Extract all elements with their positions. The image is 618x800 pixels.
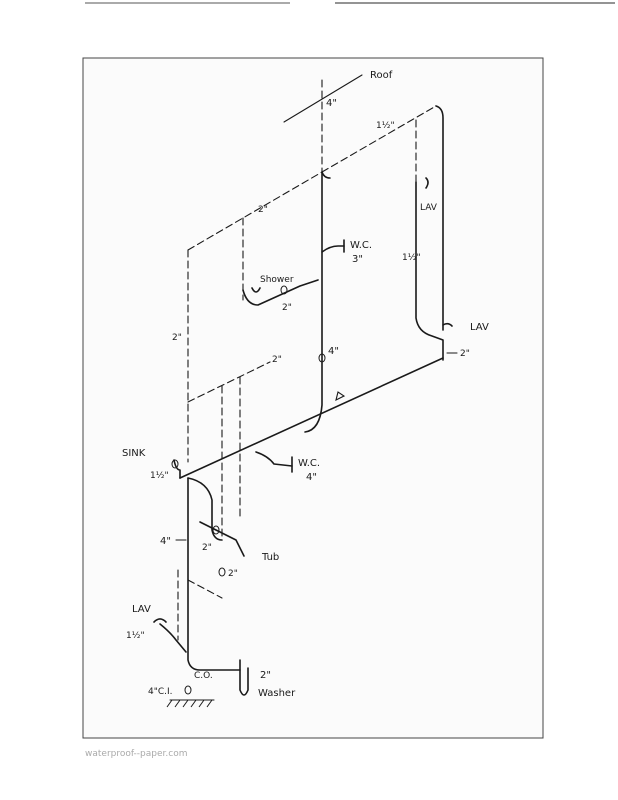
label-shower-size: 2"	[282, 303, 292, 313]
stack-top-bend	[321, 171, 331, 179]
building-drain	[179, 357, 444, 479]
roof-line	[283, 74, 363, 123]
label-washer-size: 2"	[260, 670, 271, 681]
label-vent-left: 2"	[172, 333, 182, 343]
right-riser	[435, 105, 444, 331]
lav-top-trap	[425, 177, 429, 189]
sink-cleanout	[171, 459, 179, 469]
washer-standpipe	[239, 659, 249, 696]
lav-left-trap	[153, 618, 167, 623]
main-drop	[187, 477, 241, 671]
label-stack-size: 4"	[328, 346, 339, 357]
vent-mid-top	[187, 361, 271, 403]
label-shower: Shower	[260, 275, 294, 285]
label-roof-size: 4"	[326, 98, 337, 109]
label-lav-top: LAV	[420, 203, 438, 213]
label-drain-size: 4"	[160, 536, 171, 547]
label-vent-mid: 2"	[272, 355, 282, 365]
vent-top-left	[187, 171, 323, 251]
label-lav-right: LAV	[470, 322, 489, 333]
shower-branch	[242, 279, 319, 306]
footer-watermark: waterproof--paper.com	[85, 749, 187, 759]
label-sink: SINK	[122, 448, 146, 459]
label-lav-top-size: 1½"	[402, 253, 421, 263]
label-vent-top-right: 1½"	[376, 121, 395, 131]
tub-cleanout	[212, 525, 220, 535]
label-wc-lower-size: 4"	[306, 472, 317, 483]
label-lav-left-size: 1½"	[126, 631, 145, 641]
wc-lower-branch	[255, 451, 293, 467]
tub-branch	[187, 477, 223, 541]
vent-low-diag	[187, 579, 223, 599]
label-wc-upper-size: 3"	[352, 254, 363, 265]
vent-top-right	[321, 105, 437, 173]
label-tub-size: 2"	[202, 543, 212, 553]
main-stack	[304, 171, 323, 433]
label-drain2-size: 2"	[228, 569, 238, 579]
shower-cleanout	[280, 285, 288, 295]
wc-upper-branch	[321, 245, 345, 253]
label-wc-upper: W.C.	[350, 240, 372, 251]
label-sink-size: 1½"	[150, 471, 169, 481]
paper-sheet	[82, 57, 544, 739]
shower-trap	[251, 287, 261, 293]
lav-left-branch	[159, 623, 187, 653]
tub-drain	[199, 521, 245, 557]
lav-top-drain	[415, 181, 444, 361]
label-lav-left: LAV	[132, 604, 151, 615]
label-lav-right-size: 2"	[460, 349, 470, 359]
ground-hatch	[166, 699, 213, 708]
label-tub: Tub	[261, 552, 279, 563]
label-wc-lower: W.C.	[298, 458, 320, 469]
flow-arrow	[335, 391, 346, 402]
label-cleanout: C.O.	[194, 671, 213, 681]
label-roof: Roof	[370, 70, 393, 81]
label-ci: 4"C.I.	[148, 687, 173, 697]
stack-cleanout	[318, 353, 326, 363]
label-vent-top: 2"	[258, 205, 268, 215]
riser-diagram	[153, 74, 458, 708]
label-washer: Washer	[258, 688, 296, 699]
sink-trap	[173, 459, 181, 479]
lav-right-trap	[442, 322, 453, 327]
ci-cleanout	[184, 685, 192, 695]
vent-cleanout	[218, 567, 226, 577]
